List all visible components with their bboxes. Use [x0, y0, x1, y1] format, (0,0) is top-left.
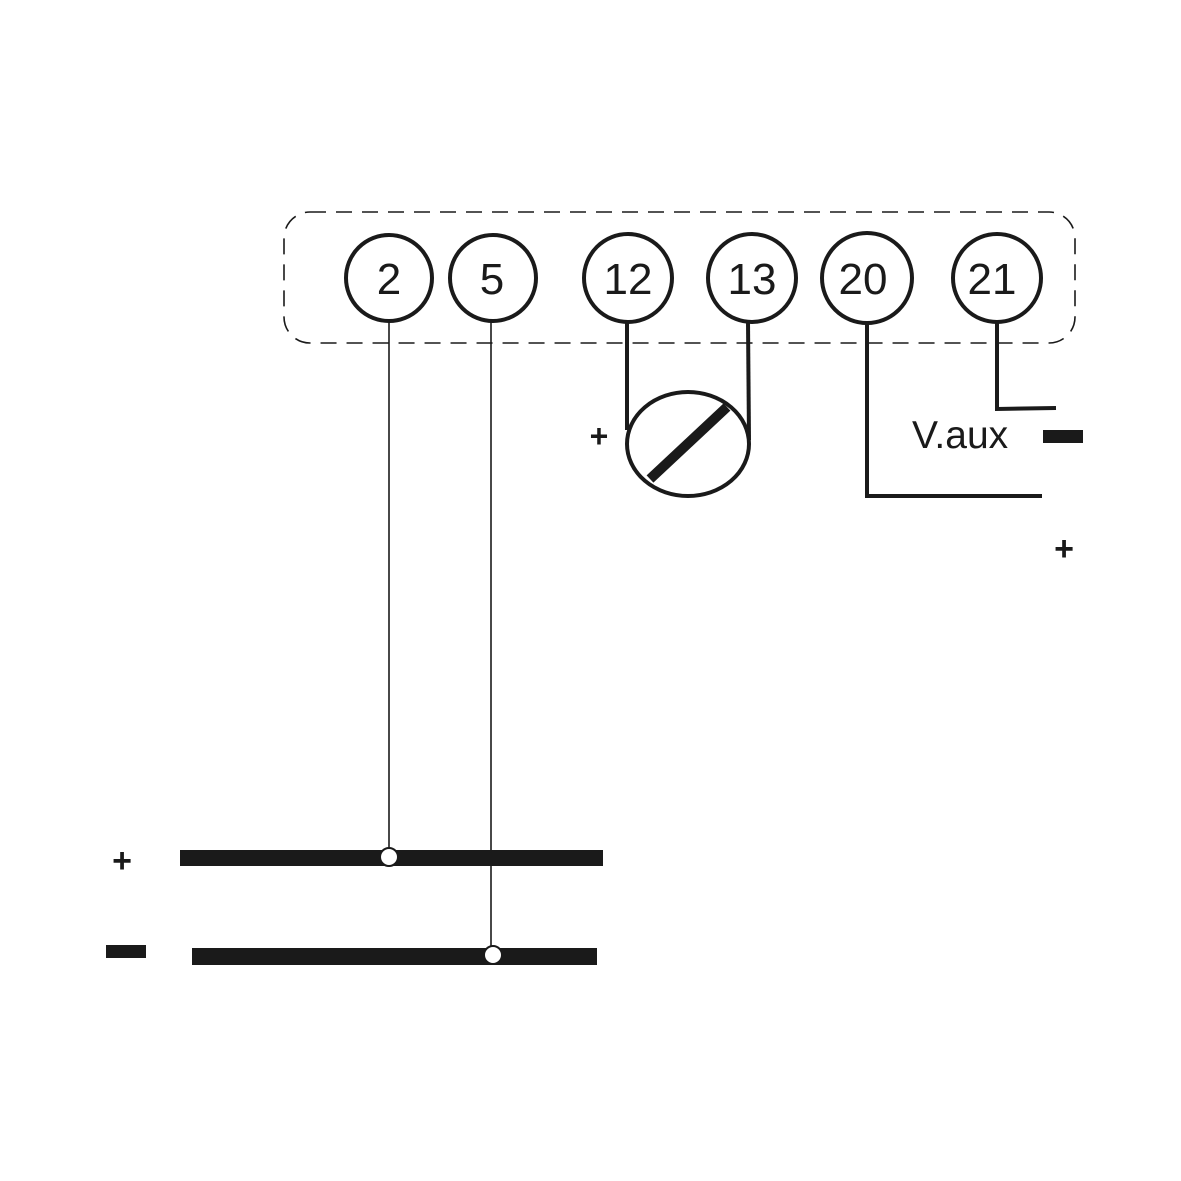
bus-plus-label: +: [112, 842, 132, 880]
wire-13: [746, 320, 751, 441]
vaux-minus-symbol: [1043, 430, 1083, 443]
bus-negative: [192, 948, 597, 965]
terminal-21: 21: [951, 232, 1043, 324]
terminal-label: 20: [839, 255, 888, 304]
sensor-plus-label: +: [590, 418, 609, 454]
terminal-label: 2: [377, 255, 401, 304]
terminal-20: 20: [820, 231, 914, 325]
terminal-12: 12: [582, 232, 674, 324]
sensor-symbol: [625, 390, 751, 498]
terminal-13: 13: [706, 232, 798, 324]
junction-dot: [483, 945, 503, 965]
wire-21: [995, 322, 1057, 412]
wire-20: [865, 322, 1042, 498]
terminal-block-outline: [283, 211, 1076, 344]
bus-minus-symbol: [106, 945, 146, 958]
junction-dot: [379, 847, 399, 867]
terminal-label: 12: [604, 255, 653, 304]
terminal-5: 5: [448, 233, 538, 323]
terminal-label: 13: [728, 255, 777, 304]
vaux-plus-label: +: [1054, 530, 1074, 568]
terminal-2: 2: [344, 233, 434, 323]
terminal-label: 5: [480, 255, 504, 304]
terminal-label: 21: [968, 255, 1017, 304]
vaux-label: V.aux: [912, 414, 1009, 457]
